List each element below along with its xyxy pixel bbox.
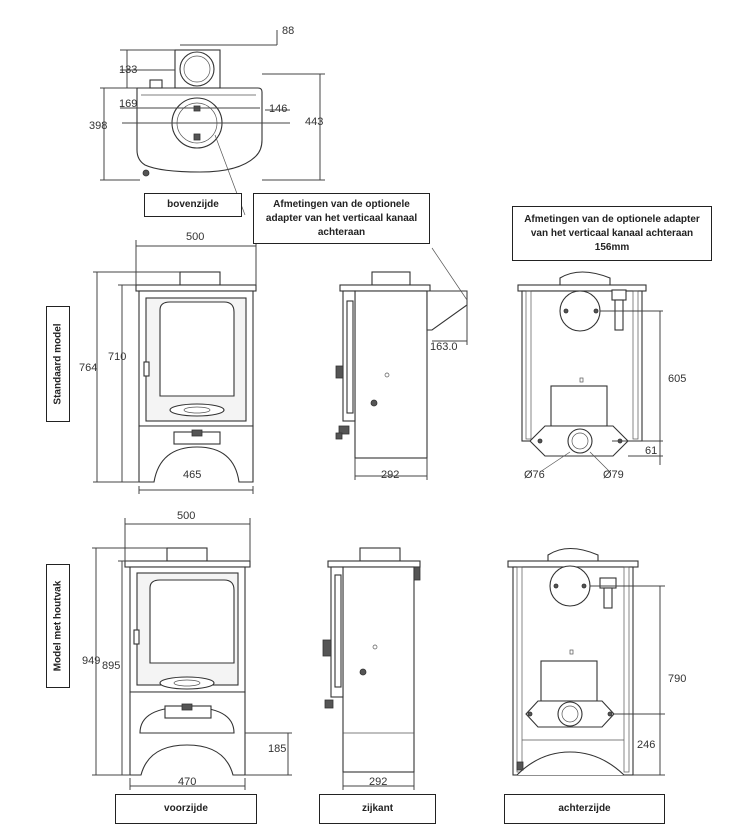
top-view-label: bovenzijde: [144, 193, 242, 217]
dim-169: 169: [119, 98, 137, 110]
dim-398: 398: [89, 120, 107, 132]
dim-88: 88: [282, 25, 294, 37]
logstore-front-drawing: [92, 518, 292, 790]
lg-front-width-base: 470: [178, 776, 196, 788]
lg-front-height-store: 185: [268, 743, 286, 755]
adapter-note-middle-line2: adapter van het verticaal kanaal: [265, 212, 418, 224]
lg-front-height-total: 949: [82, 655, 100, 667]
row-label-logstore-text: Model met houtvak: [52, 580, 64, 672]
top-view-drawing: [100, 30, 325, 216]
view-label-rear: achterzijde: [504, 794, 665, 824]
dim-133: 133: [119, 64, 137, 76]
row-label-standard-text: Standaard model: [52, 323, 64, 405]
std-rear-height-low: 61: [645, 445, 657, 457]
logstore-rear-drawing: [507, 547, 665, 776]
lg-front-width-top: 500: [177, 510, 195, 522]
std-side-adapter-depth: 163.0: [430, 341, 458, 353]
std-front-height-total: 764: [79, 362, 97, 374]
lg-side-depth: 292: [369, 776, 387, 788]
adapter-note-middle-line1: Afmetingen van de optionele: [273, 198, 410, 210]
standard-side-drawing: [335, 247, 468, 480]
adapter-note-right-line3: 156mm: [594, 241, 630, 253]
std-front-width-top: 500: [186, 231, 204, 243]
adapter-note-right: Afmetingen van de optionele adapter van …: [512, 206, 712, 261]
std-side-depth: 292: [381, 469, 399, 481]
adapter-note-right-line1: Afmetingen van de optionele adapter: [524, 213, 700, 225]
logstore-side-drawing: [322, 547, 421, 790]
dim-146: 146: [269, 103, 287, 115]
std-rear-dia-right: Ø79: [603, 469, 624, 481]
std-front-height-body: 710: [108, 351, 126, 363]
row-label-standard: Standaard model: [46, 306, 70, 422]
row-label-logstore: Model met houtvak: [46, 564, 70, 688]
lg-rear-height-low: 246: [637, 739, 655, 751]
std-rear-height-outlet: 605: [668, 373, 686, 385]
standard-front-drawing: [93, 240, 257, 494]
view-label-front: voorzijde: [115, 794, 257, 824]
adapter-note-right-line2: van het verticaal kanaal achteraan: [530, 227, 694, 239]
dim-443: 443: [305, 116, 323, 128]
lg-front-height-body: 895: [102, 660, 120, 672]
adapter-note-middle: Afmetingen van de optionele adapter van …: [253, 193, 430, 244]
lg-rear-height-outlet: 790: [668, 673, 686, 685]
standard-rear-drawing: [517, 271, 663, 473]
view-label-side: zijkant: [319, 794, 436, 824]
std-front-width-base: 465: [183, 469, 201, 481]
std-rear-dia-left: Ø76: [524, 469, 545, 481]
adapter-note-middle-line3: achteraan: [317, 226, 366, 238]
